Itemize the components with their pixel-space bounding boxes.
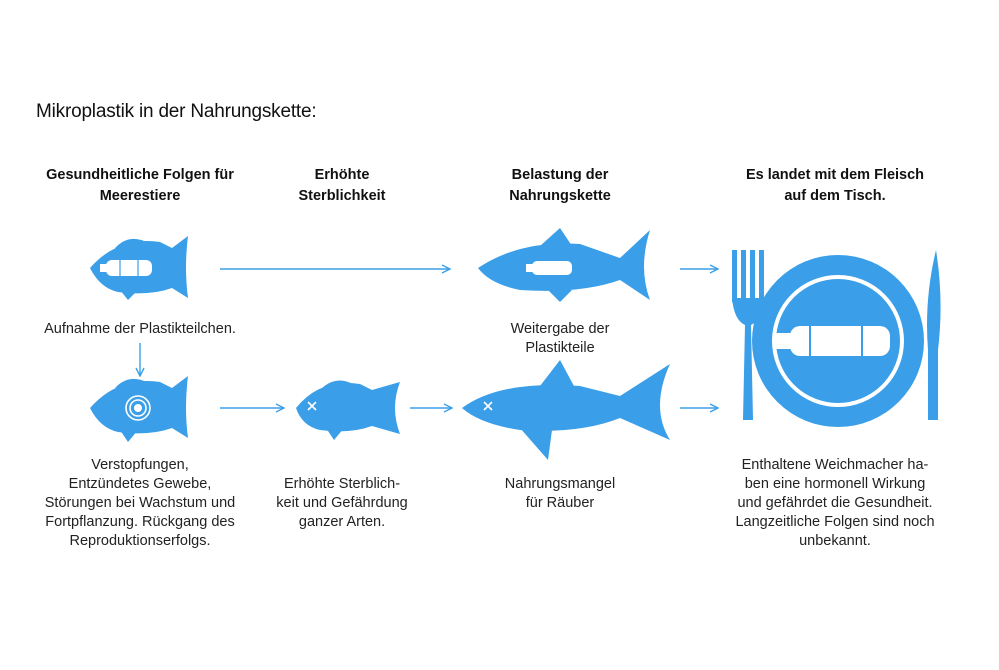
caption-line: Langzeitliche Folgen sind noch	[735, 514, 935, 530]
caption-passing: Weitergabe der Plastikteile	[470, 320, 650, 358]
caption-line: Fortpflanzung. Rückgang des	[45, 514, 235, 530]
caption-line: keit und Gefährdung	[276, 495, 408, 511]
header-line: Erhöhte	[314, 167, 370, 183]
caption-line: Erhöhte Sterblich-	[283, 476, 401, 492]
caption-line: Weitergabe der	[510, 321, 610, 337]
header-line: Sterblichkeit	[298, 188, 386, 204]
caption-line: für Räuber	[525, 495, 595, 511]
plate-with-bottle-icon	[752, 255, 924, 427]
caption-mortality: Erhöhte Sterblich- keit und Gefährdung g…	[262, 475, 422, 532]
caption-line: Enthaltene Weichmacher ha-	[741, 457, 929, 473]
fish-with-inflammation-icon	[90, 376, 188, 442]
header-line: Belastung der	[511, 167, 609, 183]
dead-fish-icon	[296, 380, 400, 440]
caption-line: Reproduktionserfolgs.	[69, 533, 211, 549]
caption-shortage: Nahrungsmangel für Räuber	[470, 475, 650, 513]
fish-with-bottle-icon	[90, 236, 188, 300]
caption-line: ben eine hormonell Wirkung	[744, 476, 926, 492]
diagram-title: Mikroplastik in der Nahrungskette:	[36, 101, 317, 122]
header-food-chain-burden: Belastung der Nahrungskette	[470, 165, 650, 207]
caption-line: ganzer Arten.	[298, 514, 386, 530]
header-line: Gesundheitliche Folgen für	[46, 167, 234, 183]
caption-line: Störungen bei Wachstum und	[44, 495, 236, 511]
caption-line: unbekannt.	[799, 533, 871, 549]
header-line: Es landet mit dem Fleisch	[745, 167, 925, 183]
caption-plasticizer: Enthaltene Weichmacher ha- ben eine horm…	[715, 456, 955, 551]
caption-intake: Aufnahme der Plastikteilchen.	[20, 320, 260, 339]
caption-line: Verstopfungen,	[91, 457, 189, 473]
header-line: auf dem Tisch.	[784, 188, 886, 204]
fork-icon	[732, 250, 764, 420]
caption-line: und gefährdet die Gesundheit.	[737, 495, 933, 511]
caption-effects: Verstopfungen, Entzündetes Gewebe, Störu…	[20, 456, 260, 551]
header-health-consequences: Gesundheitliche Folgen für Meerestiere	[22, 165, 258, 207]
header-line: Nahrungskette	[509, 188, 611, 204]
caption-line: Entzündetes Gewebe,	[68, 476, 212, 492]
header-on-the-table: Es landet mit dem Fleisch auf dem Tisch.	[720, 165, 950, 207]
tuna-with-bottle-icon	[478, 228, 650, 302]
header-line: Meerestiere	[99, 188, 181, 204]
knife-icon	[927, 250, 941, 420]
caption-line: Aufnahme der Plastikteilchen.	[44, 321, 236, 337]
caption-line: Plastikteile	[525, 340, 595, 356]
header-mortality: Erhöhte Sterblichkeit	[262, 165, 422, 207]
dead-shark-icon	[462, 360, 670, 460]
caption-line: Nahrungsmangel	[504, 476, 616, 492]
